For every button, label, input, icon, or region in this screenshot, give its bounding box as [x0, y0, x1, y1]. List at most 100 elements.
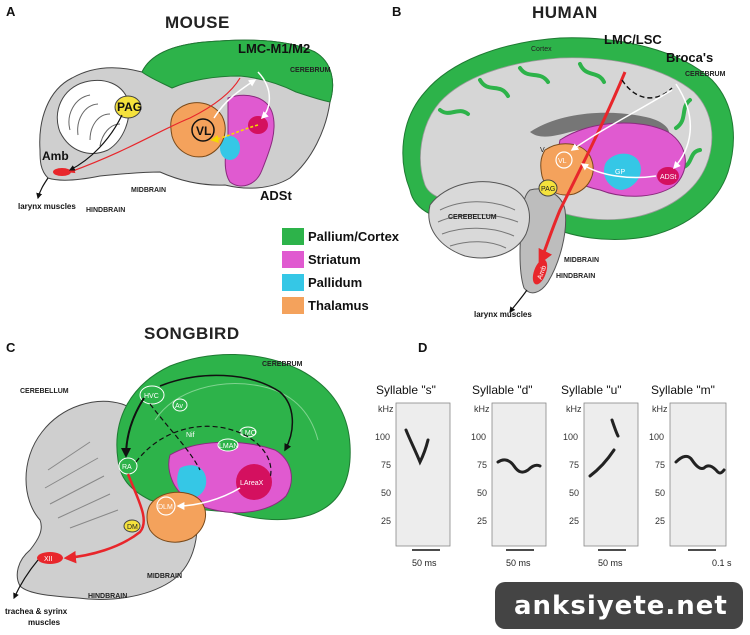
songbird-pathway-white: [176, 487, 241, 510]
syllable-d-scale: 50 ms: [506, 558, 531, 568]
songbird-nif-label: Nif: [186, 432, 195, 439]
human-broca-label: Broca's: [666, 50, 713, 65]
songbird-lman: [217, 438, 239, 452]
human-cerebrum-label: CEREBRUM: [685, 71, 726, 78]
tick-50: 50: [477, 488, 487, 498]
mouse-lmc-label: LMC-M1/M2: [238, 41, 310, 56]
human-adst-label: ADSt: [660, 174, 676, 181]
songbird-midbrain-label: MIDBRAIN: [147, 573, 182, 580]
tick-75: 75: [381, 460, 391, 470]
kHz-label: kHz: [566, 404, 582, 414]
spectrogram-u: Syllable "u" kHz 100 75 50 25 50 ms: [561, 383, 639, 568]
panel-b-title: HUMAN: [532, 3, 598, 22]
legend-swatch-pallium: [282, 228, 304, 245]
panel-songbird: C SONGBIRD LAreaX DLM HVC Av RA LMAN LMO…: [5, 324, 351, 627]
tick-25: 25: [655, 516, 665, 526]
songbird-areax-label: LAreaX: [240, 480, 264, 487]
tick-50: 50: [655, 488, 665, 498]
songbird-cerebellum-label: CEREBELLUM: [20, 388, 69, 395]
syllable-u-trace: [588, 418, 620, 478]
mouse-vl-label: VL: [196, 124, 211, 138]
syllable-s-title: Syllable "s": [376, 383, 436, 397]
human-midbrain-label: MIDBRAIN: [564, 257, 599, 264]
mouse-pathway-black: [68, 114, 123, 171]
songbird-pathway-arc: [159, 374, 294, 452]
panel-c-letter: C: [6, 340, 16, 355]
mouse-pag: [114, 95, 142, 119]
watermark-background: [495, 582, 743, 629]
mouse-hindbrain-label: HINDBRAIN: [86, 207, 125, 214]
human-pag: [538, 179, 558, 197]
syllable-u-scale: 50 ms: [598, 558, 623, 568]
mouse-cortex: [141, 39, 334, 103]
human-amb: [532, 259, 548, 285]
mouse-thalamus: [170, 102, 226, 158]
mouse-amb-label: Amb: [42, 149, 69, 163]
songbird-xii-label: XII: [44, 556, 53, 563]
songbird-pallidum: [177, 465, 207, 499]
songbird-dm: [123, 519, 141, 533]
human-cerebellum: [428, 181, 530, 259]
tick-75: 75: [477, 460, 487, 470]
songbird-pathway-dashed2: [135, 425, 272, 479]
mouse-pag-label: PAG: [117, 100, 142, 114]
songbird-ra: [118, 457, 138, 475]
mouse-pathway-white1: [257, 71, 271, 120]
human-pathway-white2: [570, 89, 673, 151]
songbird-av-label: Av: [175, 403, 184, 410]
mouse-muscles-label: larynx muscles: [18, 202, 76, 211]
songbird-lman-label: LMAN: [219, 443, 238, 450]
songbird-lmo-label: LMO: [241, 430, 257, 437]
songbird-areax: [236, 464, 272, 500]
legend-swatch-striatum: [282, 251, 304, 268]
human-cortex-label: Cortex: [531, 46, 552, 53]
human-lmc-label: LMC/LSC: [604, 32, 662, 47]
songbird-ra-label: RA: [122, 464, 132, 471]
mouse-amb: [53, 168, 71, 176]
watermark-text: anksiyete.net: [514, 591, 728, 621]
tick-100: 100: [649, 432, 664, 442]
legend-label-thalamus: Thalamus: [308, 298, 369, 313]
kHz-label: kHz: [652, 404, 668, 414]
panel-a-letter: A: [6, 4, 16, 19]
human-pallidum: [604, 153, 641, 190]
mouse-adst-label: ADSt: [260, 188, 292, 203]
watermark: anksiyete.net: [495, 582, 743, 629]
panel-d-letter: D: [418, 340, 427, 355]
human-cerebellum-label: CEREBELLUM: [448, 214, 497, 221]
spectrogram-s: Syllable "s" kHz 100 75 50 25 50 ms: [375, 383, 451, 568]
tick-100: 100: [563, 432, 578, 442]
human-v-label: V: [540, 147, 545, 154]
songbird-xii: [37, 552, 63, 564]
mouse-pathway-red: [68, 77, 241, 174]
syllable-m-trace: [674, 454, 726, 475]
tick-50: 50: [381, 488, 391, 498]
tick-100: 100: [471, 432, 486, 442]
panel-spectrograms: D Syllable "s" kHz 100 75 50 25 50 ms Sy…: [375, 340, 732, 568]
syllable-m-title: Syllable "m": [651, 383, 715, 397]
panel-a-title: MOUSE: [165, 13, 230, 32]
tick-75: 75: [569, 460, 579, 470]
songbird-dm-label: DM: [127, 524, 138, 531]
legend-label-pallidum: Pallidum: [308, 275, 362, 290]
human-pathway-white1: [673, 83, 692, 170]
mouse-pathway-white2: [213, 79, 257, 119]
songbird-muscles-label-1: trachea & syrinx: [5, 607, 68, 616]
syllable-d-title: Syllable "d": [472, 383, 533, 397]
kHz-label: kHz: [378, 404, 394, 414]
human-hindbrain-label: HINDBRAIN: [556, 273, 595, 280]
legend-swatch-thalamus: [282, 297, 304, 314]
songbird-hindbrain-label: HINDBRAIN: [88, 593, 127, 600]
songbird-pathway-red: [63, 473, 145, 564]
songbird-av: [172, 398, 188, 412]
syllable-s-scale: 50 ms: [412, 558, 437, 568]
mouse-cerebrum-label: CEREBRUM: [290, 67, 331, 74]
spectrogram-m: Syllable "m" kHz 100 75 50 25 0.1 s: [649, 383, 732, 568]
human-gp-label: GP: [615, 169, 625, 176]
kHz-label: kHz: [474, 404, 490, 414]
mouse-midbrain-label: MIDBRAIN: [131, 187, 166, 194]
spectrogram-d: Syllable "d" kHz 100 75 50 25 50 ms: [471, 383, 547, 568]
tick-25: 25: [569, 516, 579, 526]
tick-50: 50: [569, 488, 579, 498]
